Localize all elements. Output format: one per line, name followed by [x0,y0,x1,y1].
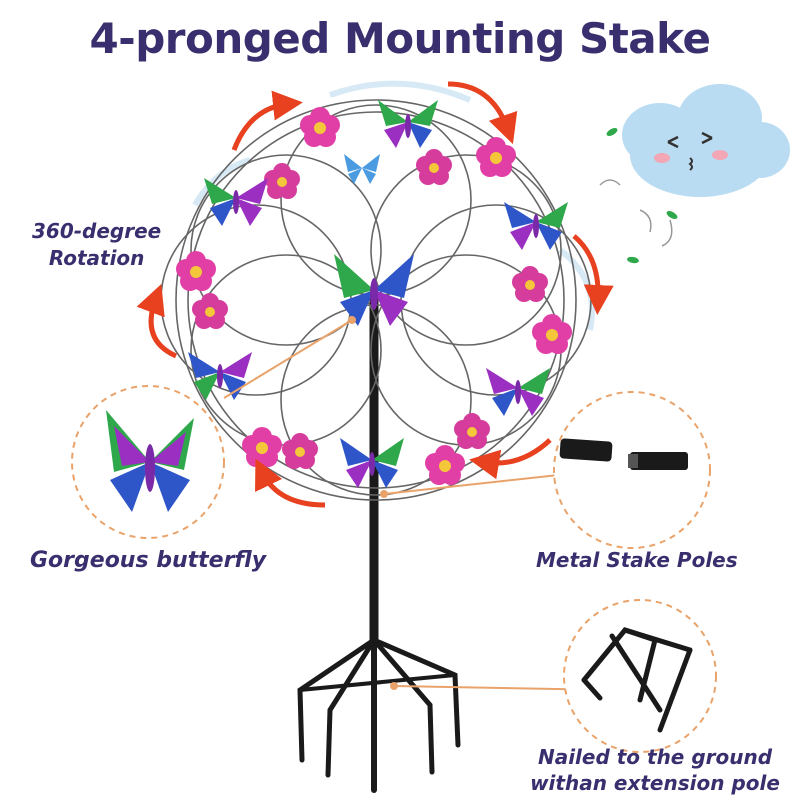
butterfly-icon [378,100,438,148]
nailed-label-line1: Nailed to the ground [537,745,773,769]
flower-icon [282,433,318,469]
butterfly-decorations [188,100,568,488]
pole-callout [553,391,711,549]
butterfly-icon [504,202,568,250]
butterfly-label: Gorgeous butterfly [30,548,267,573]
flower-icon [532,314,572,354]
rotation-label: 360-degree Rotation [32,218,161,272]
rotation-arrow-icon [572,234,614,315]
wind-cloud-icon [599,84,790,264]
rotation-arrow-icon [231,90,303,151]
flower-icon [176,251,216,291]
pole-segment-icon [559,438,613,462]
rotation-arrow-icon [255,458,326,508]
butterfly-icon [344,154,380,184]
poles-label: Metal Stake Poles [536,548,738,572]
rotation-arrows [136,81,614,508]
flower-decorations [176,107,572,485]
flower-icon [264,163,300,199]
pole-segment-icon [630,452,688,470]
flower-icon [416,149,452,185]
rotation-label-line1: 360-degree [32,219,162,243]
rotation-arrow-icon [447,81,518,145]
rotation-label-line2: Rotation [48,246,145,270]
butterfly-icon [334,254,414,326]
flower-icon [454,413,490,449]
page-title: 4-pronged Mounting Stake [89,14,711,63]
butterfly-closeup-icon [106,410,194,512]
stake-callout [563,599,717,753]
butterfly-icon [486,368,550,416]
spinner-rings [160,99,592,501]
flower-icon [242,427,282,467]
fork-stake-icon [581,627,693,733]
flower-icon [300,107,340,147]
flower-icon [192,293,228,329]
rotation-arrow-icon [136,283,178,359]
butterfly-icon [204,178,268,226]
stake-pole [297,295,461,793]
nailed-label-line2: withan extension pole [530,771,780,795]
rotation-arrow-icon [469,438,552,480]
flower-icon [425,445,465,485]
butterfly-icon [188,352,252,400]
nailed-label: Nailed to the ground withan extension po… [520,744,790,796]
butterfly-icon [340,438,404,488]
butterfly-callout [71,385,225,539]
flower-icon [476,137,516,177]
flower-icon [512,266,548,302]
callout-lines [223,316,613,691]
